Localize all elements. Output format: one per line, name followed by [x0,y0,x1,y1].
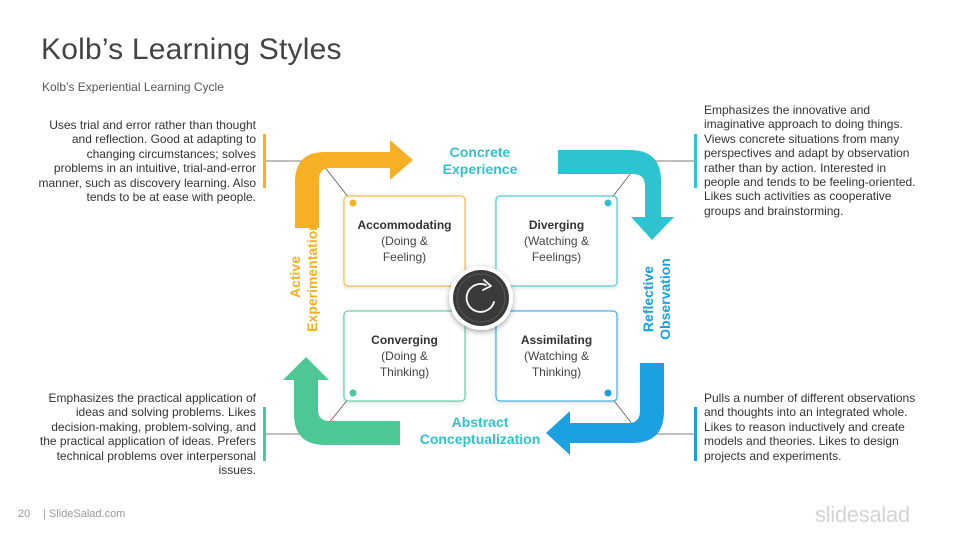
footer-source: | SlideSalad.com [43,508,126,520]
page-title: Kolb’s Learning Styles [41,33,342,66]
stage-label-concrete-line1: Concrete [449,144,511,160]
stage-label-abstract: Abstract Conceptualization [410,414,550,448]
quadrant-diverging-sub2: Feelings) [531,250,582,264]
dot-bottom-right [604,389,612,397]
arrow-yellow [295,140,413,228]
quadrant-box-accommodating [343,195,466,287]
stage-label-reflective: Reflective Observation [640,244,676,354]
accent-bar-top-left [263,134,266,188]
quadrant-box-converging [343,310,466,402]
page-number: 20 [18,508,31,520]
arrow-teal [558,150,674,240]
stage-label-concrete: Concrete Experience [425,144,535,178]
quadrant-accommodating-sub1: (Doing & [381,234,428,248]
quadrant-converging: Converging (Doing & Thinking) [344,311,465,401]
stage-label-reflective-line2: Observation [657,258,673,340]
quadrant-accommodating: Accommodating (Doing & Feeling) [344,196,465,286]
quadrant-diverging-name: Diverging [528,218,585,232]
stage-label-active-line1: Active [287,255,303,299]
arrow-green [283,357,400,445]
stage-label-abstract-line2: Conceptualization [419,431,541,447]
description-bottom-right: Pulls a number of different observations… [704,391,916,463]
arrow-blue [546,363,664,455]
description-top-left: Uses trial and error rather than thought… [38,118,256,205]
accent-bar-bottom-right [694,407,697,461]
stage-label-reflective-line1: Reflective [640,265,656,333]
quadrant-converging-name: Converging [371,333,438,347]
quadrant-assimilating-name: Assimilating [520,333,593,347]
quadrant-accommodating-sub2: Feeling) [382,250,427,264]
quadrant-assimilating-sub2: Thinking) [531,365,582,379]
dot-top-right [604,199,612,207]
brand-logo: slidesalad [815,502,910,527]
accent-bar-bottom-left [263,407,266,461]
quadrant-diverging: Diverging (Watching & Feelings) [496,196,617,286]
quadrant-converging-sub2: Thinking) [379,365,430,379]
dot-bottom-left [349,389,357,397]
stage-label-active-line2: Experimentation [304,222,320,332]
quadrant-diverging-sub1: (Watching & [524,234,589,248]
description-top-right: Emphasizes the innovative and imaginativ… [704,103,916,218]
stage-label-active: Active Experimentation [287,217,323,337]
stage-label-concrete-line2: Experience [442,161,518,177]
refresh-cycle-icon [449,266,513,330]
quadrant-converging-sub1: (Doing & [381,349,428,363]
stage-label-abstract-line1: Abstract [451,414,509,430]
quadrant-assimilating: Assimilating (Watching & Thinking) [496,311,617,401]
description-bottom-left: Emphasizes the practical application of … [39,391,256,478]
quadrant-box-diverging [495,195,618,287]
page-subtitle: Kolb’s Experiential Learning Cycle [42,80,224,94]
quadrant-assimilating-sub1: (Watching & [524,349,589,363]
dot-top-left [349,199,357,207]
quadrant-accommodating-name: Accommodating [357,218,452,232]
accent-bar-top-right [694,134,697,188]
quadrant-box-assimilating [495,310,618,402]
